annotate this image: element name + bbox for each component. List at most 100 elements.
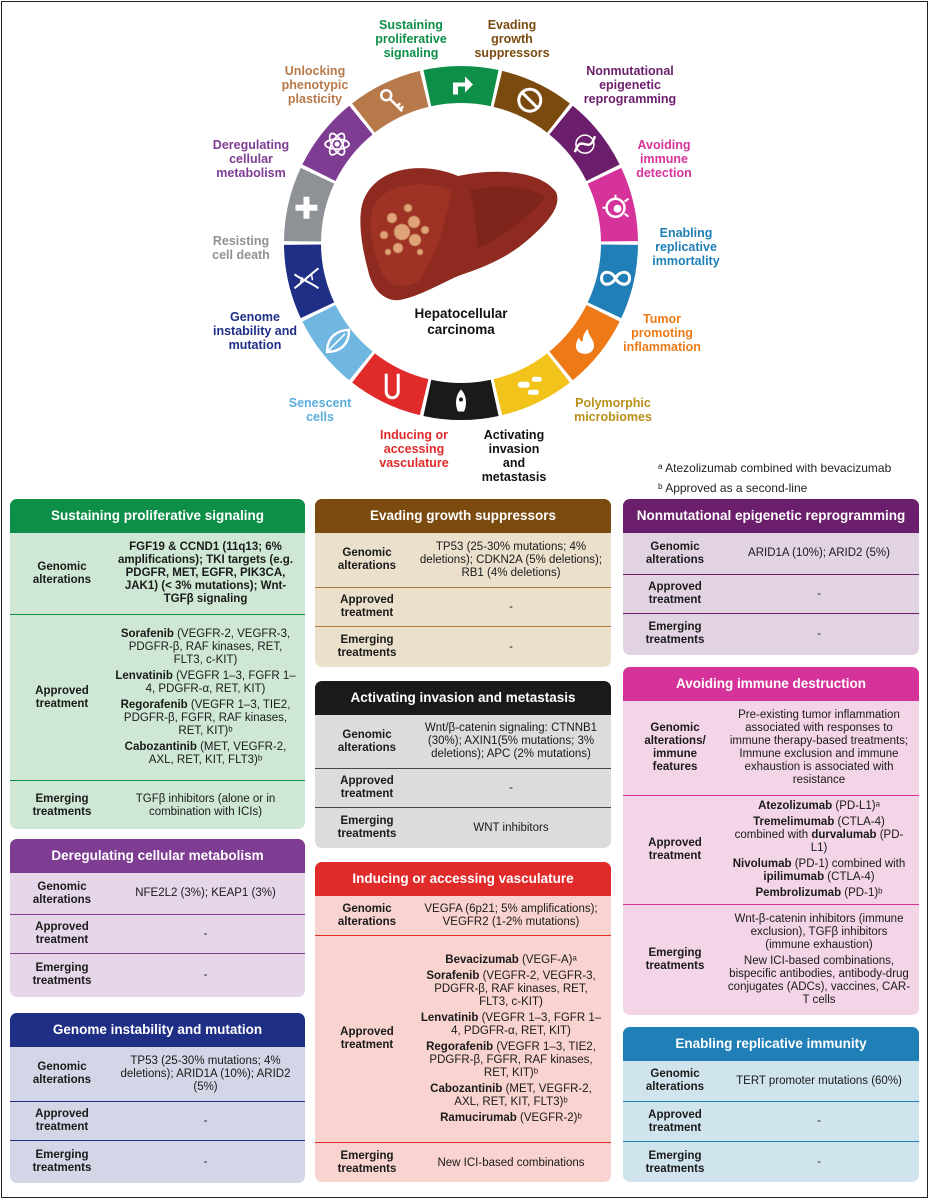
row-value: WNT inhibitors: [419, 817, 611, 840]
row-label-line: Approved: [35, 921, 89, 933]
drug-name: Cabozantinib: [430, 1082, 503, 1095]
microbe-icon: [517, 376, 542, 395]
treatment-item: -: [727, 1156, 911, 1169]
treatment-item: Sorafenib (VEGFR-2, VEGFR-3, PDGFR-β, RA…: [114, 628, 297, 667]
item-text: Wnt-β-catenin inhibitors (immune exclusi…: [734, 913, 904, 951]
row-value: FGF19 & CCND1 (11q13; 6% amplifications)…: [114, 536, 305, 611]
hallmark-label-line: phenotypic: [281, 78, 349, 92]
row-label-line: alterations: [32, 893, 92, 906]
item-text: (VEGFR-2)ᵇ: [516, 1111, 582, 1124]
item-text: (VEGF-A)ᵃ: [518, 953, 577, 966]
hallmark-label-line: epigenetic: [599, 78, 661, 92]
atom-icon: [324, 132, 350, 156]
row-label-line: treatment: [340, 788, 394, 800]
item-text: WNT inhibitors: [473, 821, 549, 834]
row-label-line: treatments: [337, 1163, 397, 1175]
row-label-line: alterations: [337, 560, 397, 572]
wheel-segment-7: [493, 353, 570, 416]
card-title: Enabling replicative immunity: [623, 1027, 919, 1061]
item-text: New ICI-based combinations: [437, 1156, 585, 1169]
wheel-segment-14: [352, 70, 429, 133]
item-text: -: [817, 1156, 821, 1168]
hallmark-label-line: instability and: [212, 324, 298, 338]
treatment-item: Pembrolizumab (PD-1)ᵇ: [727, 887, 911, 900]
row-value: TERT promoter mutations (60%): [727, 1070, 919, 1093]
row-label-line: Emerging: [648, 947, 702, 959]
row-label-line: Approved: [35, 684, 89, 697]
row-label-line: Emerging: [35, 792, 89, 805]
item-text: TGFβ inhibitors (alone or in combination…: [135, 792, 276, 818]
hallmark-label-line: promoting: [631, 326, 693, 340]
treatment-item: Cabozantinib (MET, VEGFR-2, AXL, RET, KI…: [419, 1083, 603, 1109]
card-title: Nonmutational epigenetic reprogramming: [623, 499, 919, 533]
row-label-line: Approved: [340, 594, 394, 606]
row-label-line: treatments: [337, 828, 397, 840]
row-value: New ICI-based combinations: [419, 1152, 611, 1175]
row-value: -: [727, 1110, 919, 1133]
hallmark-label-line: replicative: [655, 240, 717, 254]
row-label-line: Approved: [340, 1026, 394, 1038]
card-title: Evading growth suppressors: [315, 499, 611, 533]
hallmark-label-line: Polymorphic: [575, 396, 651, 410]
drug-name: Ramucirumab: [440, 1111, 517, 1124]
hallmark-label-line: mutation: [228, 338, 282, 352]
row-label-line: alterations: [32, 1074, 92, 1086]
row-label-line: treatment: [648, 1121, 702, 1134]
item-text: -: [203, 927, 208, 940]
row-label-line: treatment: [35, 697, 89, 710]
row-value: -: [419, 596, 611, 619]
hallmark-label-line: invasion: [488, 442, 540, 456]
hallmark-label-line: metastasis: [481, 470, 547, 484]
drug-name: Pembrolizumab: [755, 887, 842, 899]
row-value: VEGFA (6p21; 5% amplifications); VEGFR2 …: [419, 898, 611, 934]
treatment-item: Regorafenib (VEGFR 1–3, TIE2, PDGFR-β, F…: [114, 699, 297, 738]
hallmark-label-line: Avoiding: [637, 138, 691, 152]
row-label-line: Approved: [648, 581, 702, 593]
treatment-item: Cabozantinib (MET, VEGFR-2, AXL, RET, KI…: [114, 741, 297, 767]
drug-name: Sorafenib: [120, 628, 174, 640]
treatment-item: Tremelimumab (CTLA-4) combined with durv…: [727, 816, 911, 855]
center-title-line1: Hepatocellular: [414, 306, 508, 321]
item-text: (CTLA-4) combined with: [734, 816, 885, 841]
treatment-item: -: [114, 1156, 297, 1169]
row-value: -: [114, 923, 305, 946]
hallmark-label-line: Deregulating: [212, 138, 290, 152]
item-text: ARID1A (10%); ARID2 (5%): [748, 547, 890, 559]
no-entry-icon: [517, 87, 543, 113]
row-value: -: [727, 583, 919, 606]
hallmark-label-line: immune: [640, 152, 688, 166]
treatment-item: -: [114, 1115, 297, 1128]
row-label-line: Emerging: [340, 634, 394, 646]
row-value: Sorafenib (VEGFR-2, VEGFR-3, PDGFR-β, RA…: [114, 623, 305, 772]
item-text: Pre-existing tumor inflammation associat…: [729, 709, 909, 786]
drug-name: durvalumab: [811, 829, 877, 841]
